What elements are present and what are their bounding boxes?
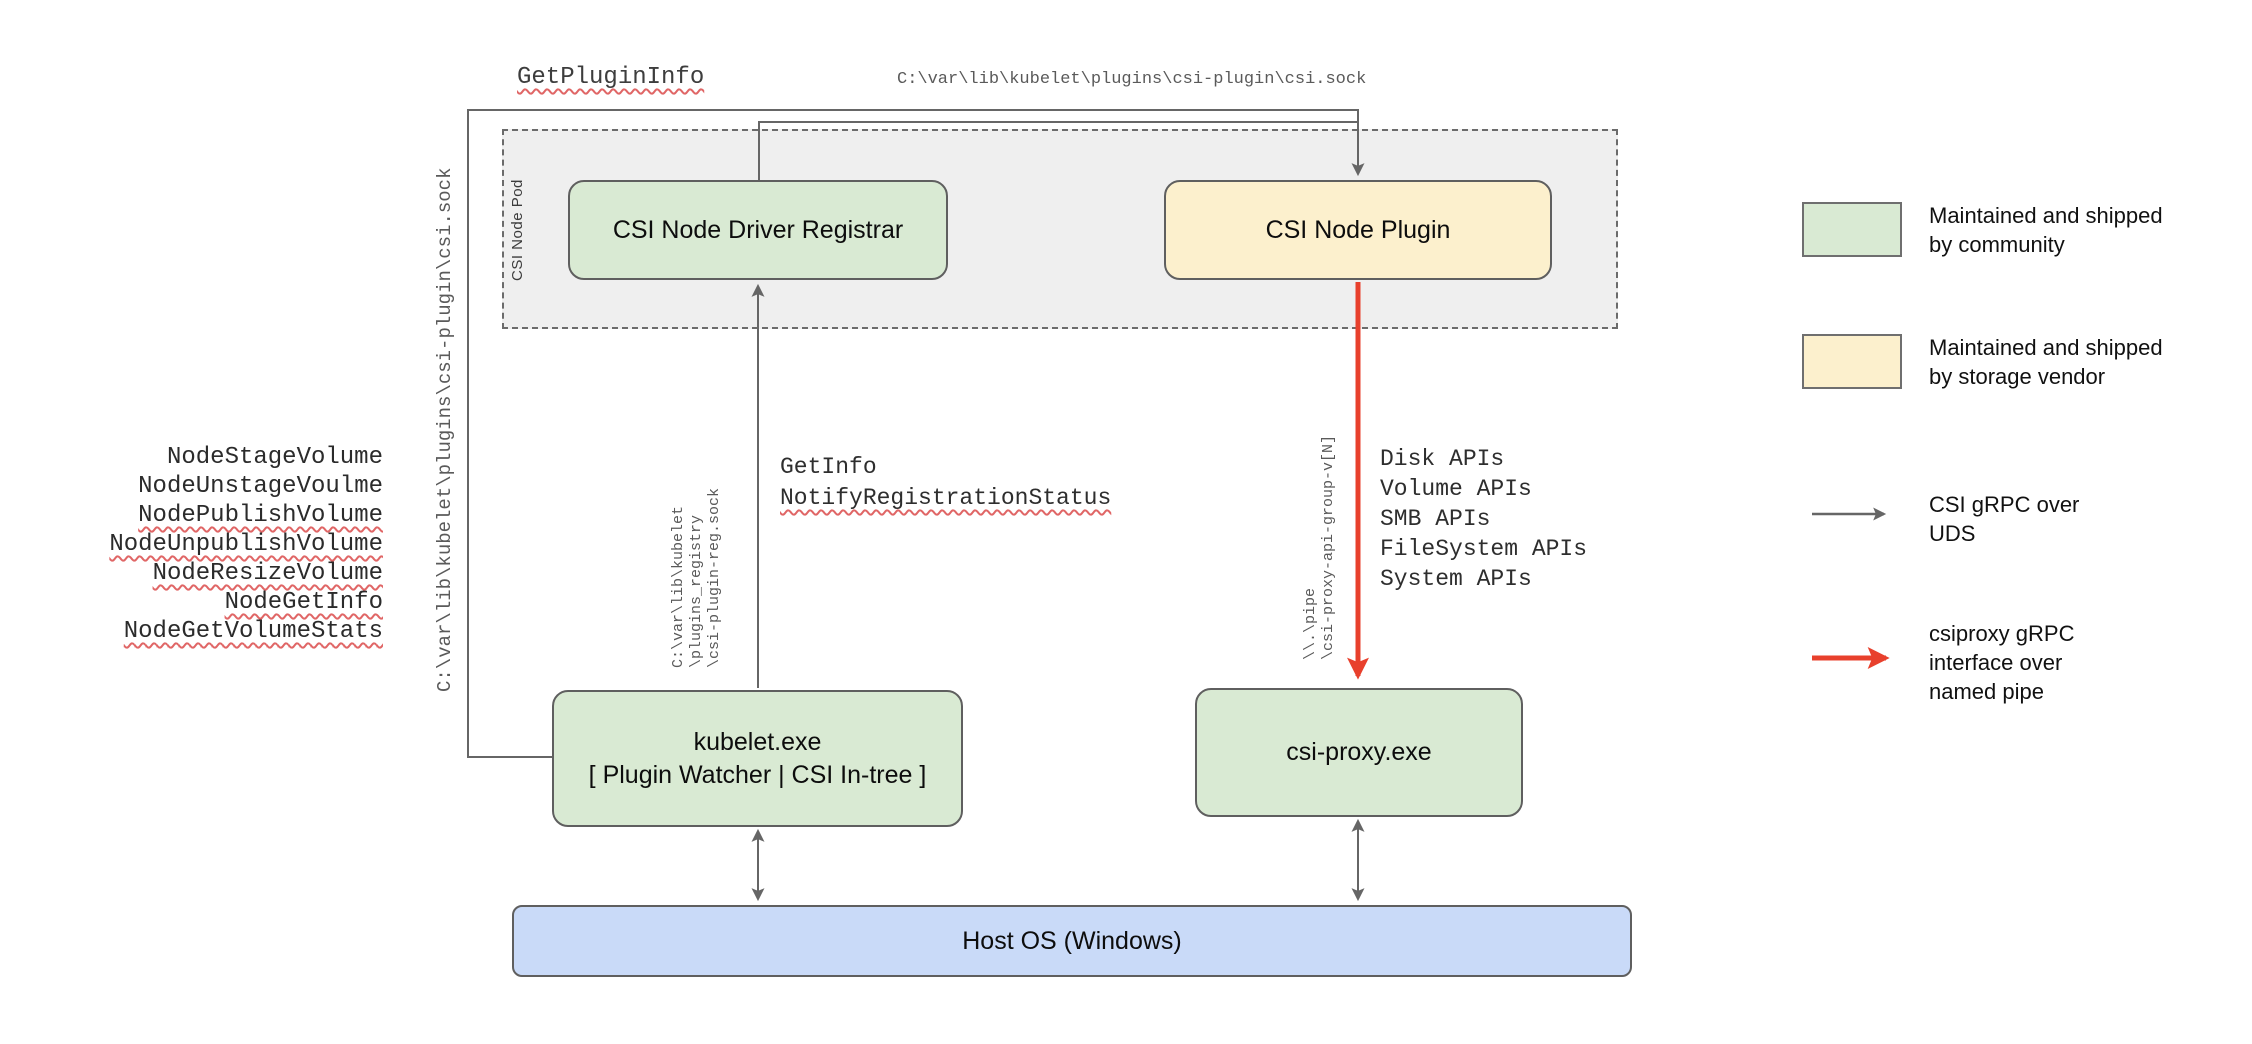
registrar-label: CSI Node Driver Registrar xyxy=(612,215,904,244)
node-method: NodeUnstageVoulme xyxy=(138,473,383,500)
legend-namedpipe-line: csiproxy gRPC xyxy=(1929,621,2075,646)
node-method: NodePublishVolume xyxy=(138,502,383,529)
pipe-path-line: \csi-proxy-api-group-v[N] xyxy=(1320,434,1337,660)
api-item: Volume APIs xyxy=(1380,476,1532,502)
getinfo-call: GetInfo xyxy=(780,454,877,480)
node-method: NodeGetVolumeStats xyxy=(123,618,383,645)
csi-proxy-box: csi-proxy.exe xyxy=(1195,688,1523,817)
csi-proxy-label: csi-proxy.exe xyxy=(1286,738,1432,766)
legend-uds-line: CSI gRPC over xyxy=(1929,492,2080,517)
legend-community-line: by community xyxy=(1929,232,2065,257)
host-os-label: Host OS (Windows) xyxy=(962,926,1182,955)
top-socket-path-label: C:\var\lib\kubelet\plugins\csi-plugin\cs… xyxy=(897,70,1367,89)
legend-community-swatch xyxy=(1802,202,1902,257)
registrar-calls-label: GetInfo NotifyRegistrationStatus xyxy=(780,452,1111,514)
legend-namedpipe-line: named pipe xyxy=(1929,679,2044,704)
kubelet-label-line1: kubelet.exe xyxy=(693,727,822,756)
get-plugin-info-label: GetPluginInfo xyxy=(517,64,705,91)
node-method: NodeStageVolume xyxy=(166,444,383,471)
notify-registration-status-call: NotifyRegistrationStatus xyxy=(780,485,1112,511)
legend-uds-label: CSI gRPC over UDS xyxy=(1929,490,2079,548)
plugin-label: CSI Node Plugin xyxy=(1265,215,1451,244)
node-method-list: NodeStageVolume NodeUnstageVoulme NodePu… xyxy=(83,444,383,647)
kubelet-label-line2: [ Plugin Watcher | CSI In-tree ] xyxy=(588,760,927,789)
registry-path-line: \plugins_registry xyxy=(688,514,705,668)
registry-socket-path-label: C:\var\lib\kubelet \plugins_registry \cs… xyxy=(670,488,724,668)
legend-uds-line: UDS xyxy=(1929,521,1976,546)
host-os-box: Host OS (Windows) xyxy=(512,905,1632,977)
registry-path-line: \csi-plugin-reg.sock xyxy=(706,487,723,668)
registry-path-line: C:\var\lib\kubelet xyxy=(670,505,687,668)
proxy-api-list: Disk APIs Volume APIs SMB APIs FileSyste… xyxy=(1380,444,1587,594)
legend-namedpipe-label: csiproxy gRPC interface over named pipe xyxy=(1929,619,2074,706)
legend-vendor-line: Maintained and shipped xyxy=(1929,335,2163,360)
api-item: System APIs xyxy=(1380,566,1532,592)
named-pipe-path-label: \\.\pipe \csi-proxy-api-group-v[N] xyxy=(1302,435,1338,660)
kubelet-box: kubelet.exe [ Plugin Watcher | CSI In-tr… xyxy=(552,690,963,827)
node-method: NodeUnpublishVolume xyxy=(109,531,383,558)
legend-community-label: Maintained and shipped by community xyxy=(1929,201,2163,259)
legend-vendor-line: by storage vendor xyxy=(1929,364,2106,389)
api-item: SMB APIs xyxy=(1380,506,1491,532)
api-item: Disk APIs xyxy=(1380,446,1505,472)
node-method: NodeResizeVolume xyxy=(152,560,383,587)
legend-vendor-label: Maintained and shipped by storage vendor xyxy=(1929,333,2163,391)
node-method: NodeGetInfo xyxy=(224,589,383,616)
pipe-path-line: \\.\pipe xyxy=(1302,587,1319,660)
csi-node-plugin-box: CSI Node Plugin xyxy=(1164,180,1552,280)
csi-node-pod-label: CSI Node Pod xyxy=(509,179,526,281)
left-socket-path-label: C:\var\lib\kubelet\plugins\csi-plugin\cs… xyxy=(434,167,456,693)
csi-node-driver-registrar-box: CSI Node Driver Registrar xyxy=(568,180,948,280)
legend-vendor-swatch xyxy=(1802,334,1902,389)
legend-namedpipe-line: interface over xyxy=(1929,650,2063,675)
legend-community-line: Maintained and shipped xyxy=(1929,203,2163,228)
api-item: FileSystem APIs xyxy=(1380,536,1588,562)
